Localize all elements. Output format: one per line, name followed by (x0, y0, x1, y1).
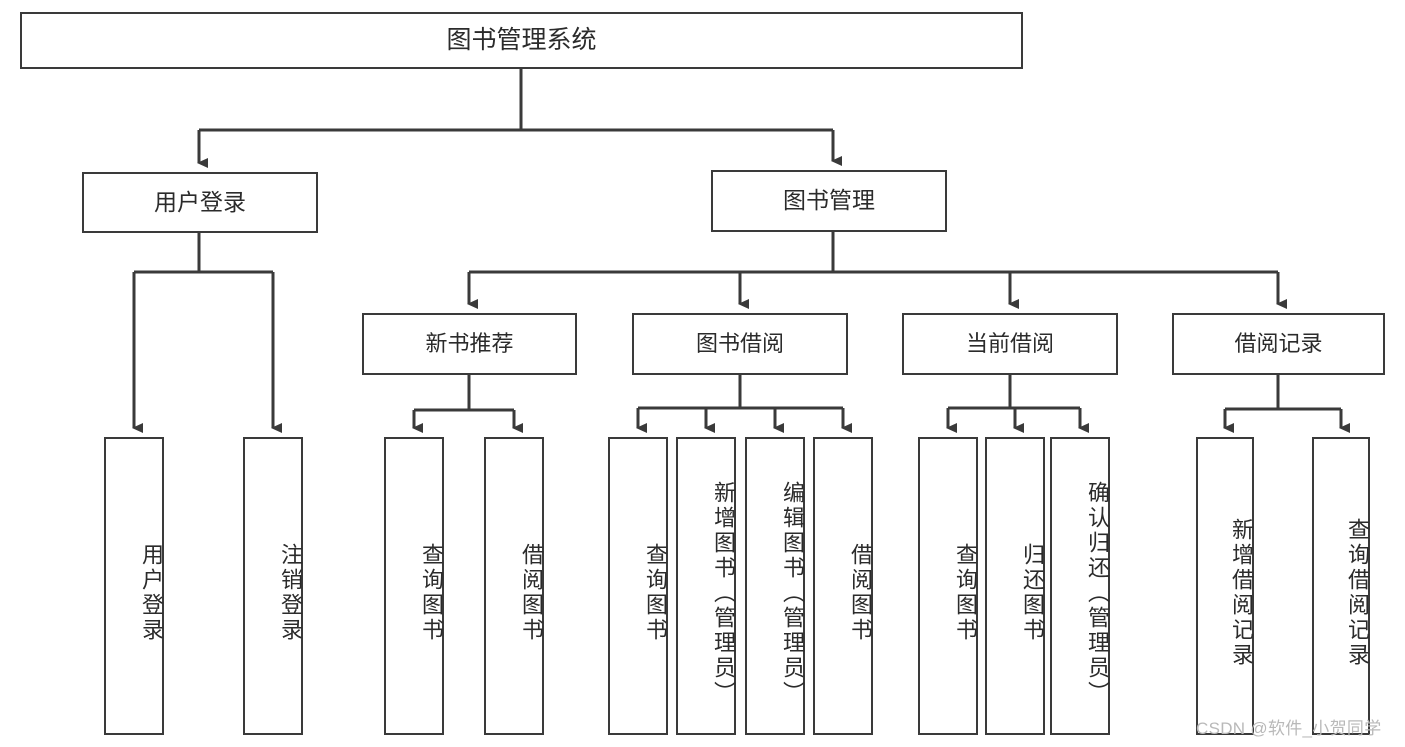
node-label: 当前借阅 (965, 330, 1054, 356)
leaf-confirm-return-admin[interactable]: 确认归还（管理员） (1050, 437, 1110, 735)
node-label: 新增图书（管理员） (711, 480, 736, 706)
node-label: 图书管理系统 (446, 25, 597, 54)
watermark-text: CSDN @软件_小贺同学 (1196, 719, 1382, 738)
node-label: 借阅图书 (519, 543, 544, 643)
node-label: 确认归还（管理员） (1085, 480, 1110, 706)
leaf-book-borrow-query[interactable]: 查询图书 (608, 437, 668, 735)
node-label: 新增借阅记录 (1229, 518, 1254, 668)
node-label: 借阅记录 (1234, 330, 1323, 356)
node-borrow-record[interactable]: 借阅记录 (1172, 313, 1385, 375)
node-label: 新书推荐 (425, 330, 514, 356)
node-label: 查询图书 (953, 543, 978, 643)
node-user-login[interactable]: 用户登录 (82, 172, 318, 233)
node-label: 注销登录 (278, 543, 303, 643)
leaf-current-query[interactable]: 查询图书 (918, 437, 978, 735)
node-label: 图书管理 (783, 187, 875, 214)
node-label: 借阅图书 (848, 543, 873, 643)
node-book-management[interactable]: 图书管理 (711, 170, 947, 232)
node-label: 图书借阅 (695, 330, 784, 356)
node-label: 查询图书 (419, 543, 444, 643)
node-label: 用户登录 (139, 543, 164, 643)
leaf-logout[interactable]: 注销登录 (243, 437, 303, 735)
leaf-add-borrow-record[interactable]: 新增借阅记录 (1196, 437, 1254, 735)
leaf-book-add-admin[interactable]: 新增图书（管理员） (676, 437, 736, 735)
node-current-borrow[interactable]: 当前借阅 (902, 313, 1118, 375)
node-label: 用户登录 (154, 188, 246, 215)
leaf-user-login[interactable]: 用户登录 (104, 437, 164, 735)
node-label: 编辑图书（管理员） (780, 480, 805, 706)
leaf-new-book-query[interactable]: 查询图书 (384, 437, 444, 735)
node-label: 查询图书 (643, 543, 668, 643)
node-label: 查询借阅记录 (1345, 518, 1370, 668)
leaf-new-book-borrow[interactable]: 借阅图书 (484, 437, 544, 735)
leaf-return-book[interactable]: 归还图书 (985, 437, 1045, 735)
node-label: 归还图书 (1020, 543, 1045, 643)
leaf-book-borrow-action[interactable]: 借阅图书 (813, 437, 873, 735)
node-new-book-recommend[interactable]: 新书推荐 (362, 313, 577, 375)
leaf-book-edit-admin[interactable]: 编辑图书（管理员） (745, 437, 805, 735)
node-book-borrow[interactable]: 图书借阅 (632, 313, 848, 375)
node-root-system[interactable]: 图书管理系统 (20, 12, 1023, 69)
leaf-query-borrow-record[interactable]: 查询借阅记录 (1312, 437, 1370, 735)
